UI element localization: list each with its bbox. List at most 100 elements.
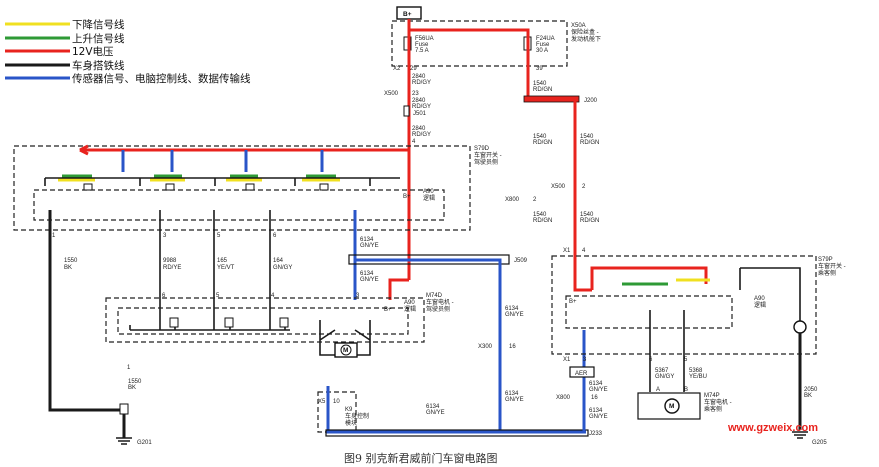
m74d-bplus: B+ xyxy=(384,307,392,313)
s79d-outline xyxy=(13,145,471,231)
wire-rdgy-b: RD/GY xyxy=(412,104,431,110)
fusebox-pin-right: 39 xyxy=(536,66,543,72)
wire-rdgn-b2: RD/GN xyxy=(580,140,599,146)
j509-label: J509 xyxy=(514,258,528,264)
s79d-internal-lines xyxy=(44,177,400,186)
j233-splice xyxy=(325,429,589,437)
pin-b: B xyxy=(684,387,688,393)
wire-yevt: YE/VT xyxy=(217,265,235,271)
wire-165: 165 xyxy=(217,258,228,264)
wire-gngy: GN/GY xyxy=(273,265,292,271)
pin-2-b: 2 xyxy=(582,184,586,190)
m74p-id: M74P xyxy=(704,393,720,399)
s79p-ground-stud-icon xyxy=(793,320,807,334)
m74p-name2: 乘客侧 xyxy=(704,405,722,413)
wire-data-bus-lower xyxy=(326,386,586,434)
wire-5367: 5367 xyxy=(655,368,669,374)
fuse1-id: F56UA xyxy=(415,36,434,42)
k9-name2: 模块 xyxy=(345,419,357,427)
pin-4: 4 xyxy=(412,139,416,145)
j501-block xyxy=(403,105,410,117)
wire-rdgy-c: RD/GY xyxy=(412,132,431,138)
switch-group-1 xyxy=(58,150,125,191)
watermark: www.gzweix.com xyxy=(727,422,818,434)
bplus-label: B+ xyxy=(403,11,412,18)
wire-gnye-a: GN/YE xyxy=(360,243,379,249)
wire-2840-b: 2840 xyxy=(412,98,426,104)
pin-2-a: 2 xyxy=(533,197,537,203)
conn-x1-a: X1 xyxy=(563,248,571,254)
wire-1550-a: 1550 xyxy=(64,258,78,264)
s79d-name1: 车窗开关 - xyxy=(474,151,502,159)
conn-x1-b: X1 xyxy=(563,357,571,363)
g205-label: G205 xyxy=(812,440,827,446)
k9-id: K9 xyxy=(345,407,353,413)
switch-group-3 xyxy=(226,150,262,191)
s79p-a90-sub: 逻辑 xyxy=(754,301,766,309)
ground-g205-icon xyxy=(792,431,808,439)
m74p-name1: 车窗电机 - xyxy=(704,398,732,406)
wire-rdgn-a: RD/GN xyxy=(533,87,552,93)
wires-switch-to-motor xyxy=(159,210,271,330)
pin-3-b: 3 xyxy=(583,357,587,363)
wire-12v-right-main xyxy=(573,100,592,292)
m74d-name1: 车窗电机 - xyxy=(426,298,454,306)
wire-gnye-f: GN/YE xyxy=(589,414,608,420)
m74d-outline xyxy=(105,297,425,343)
pin-5-b: 5 xyxy=(684,357,688,363)
wire-rdgy-a: RD/GY xyxy=(412,80,431,86)
s79p-frame-lines xyxy=(739,267,801,330)
s79p-a90: A90 xyxy=(754,296,765,302)
fuse2-rating: 30 A xyxy=(536,48,548,54)
m74p-motor-icon xyxy=(664,398,680,414)
s79p-name1: 车窗开关 - xyxy=(818,262,846,270)
j200-label: J200 xyxy=(584,98,598,104)
wire-1540-c: 1540 xyxy=(533,212,547,218)
s79p-name2: 乘客侧 xyxy=(818,269,836,277)
m74d-logic-box xyxy=(117,307,409,335)
wire-gnye-e: GN/YE xyxy=(505,397,524,403)
legend: 下降信号线 上升信号线 12V电压 车身搭铁线 传感器信号、电脑控制线、数据传输… xyxy=(5,18,251,85)
g201-label: G201 xyxy=(137,440,152,446)
ground-g201-icon xyxy=(116,437,132,445)
wire-2840-a: 2840 xyxy=(412,74,426,80)
m74p-motor-label: M xyxy=(669,403,674,410)
wire-gnye-d: GN/YE xyxy=(505,312,524,318)
wire-6134-d: 6134 xyxy=(505,306,519,312)
wire-bk-c: BK xyxy=(804,393,812,399)
ground-connector xyxy=(119,403,129,415)
pin-10: 10 xyxy=(333,399,340,405)
m74d-a90: A90 xyxy=(404,300,415,306)
wire-164: 164 xyxy=(273,258,284,264)
conn-x500-b: X500 xyxy=(551,184,566,190)
s79p-id: S79P xyxy=(818,257,833,263)
motor-pin-4: 4 xyxy=(271,293,275,299)
pin-1-a: 1 xyxy=(52,233,56,239)
pin-3-a: 3 xyxy=(163,233,167,239)
s79d-bplus: B+ xyxy=(403,194,411,200)
wire-9988: 9988 xyxy=(163,258,177,264)
wire-2050: 2050 xyxy=(804,387,818,393)
s79d-name2: 驾驶员侧 xyxy=(474,158,498,166)
s79d-a90: A90 xyxy=(423,189,434,195)
conn-x5: X5 xyxy=(318,399,326,405)
fusebox-name1: 保险丝盒 - xyxy=(571,28,599,36)
fusebox-name2: 发动机舱下 xyxy=(571,35,601,43)
wire-6134-a: 6134 xyxy=(360,237,374,243)
pin-a: A xyxy=(656,387,660,393)
conn-x500-a: X500 xyxy=(384,91,399,97)
wire-bk-b: BK xyxy=(128,385,136,391)
fuse2-type: Fuse xyxy=(536,42,550,48)
legend-label-down: 下降信号线 xyxy=(72,18,125,31)
wire-gnye-g: GN/YE xyxy=(589,387,608,393)
wire-1540-c2: 1540 xyxy=(580,212,594,218)
s79d-a90-sub: 逻辑 xyxy=(423,194,435,202)
s79p-logic-box xyxy=(565,295,733,329)
m74p-outline xyxy=(637,392,701,420)
wire-1540-b2: 1540 xyxy=(580,134,594,140)
wires-s79p-to-m74p xyxy=(649,310,685,392)
wire-12v-fuse-right xyxy=(407,19,530,100)
figure-caption: 图9 别克新君威前门车窗电路图 xyxy=(344,451,498,465)
m74d-motor-icon xyxy=(334,342,358,358)
